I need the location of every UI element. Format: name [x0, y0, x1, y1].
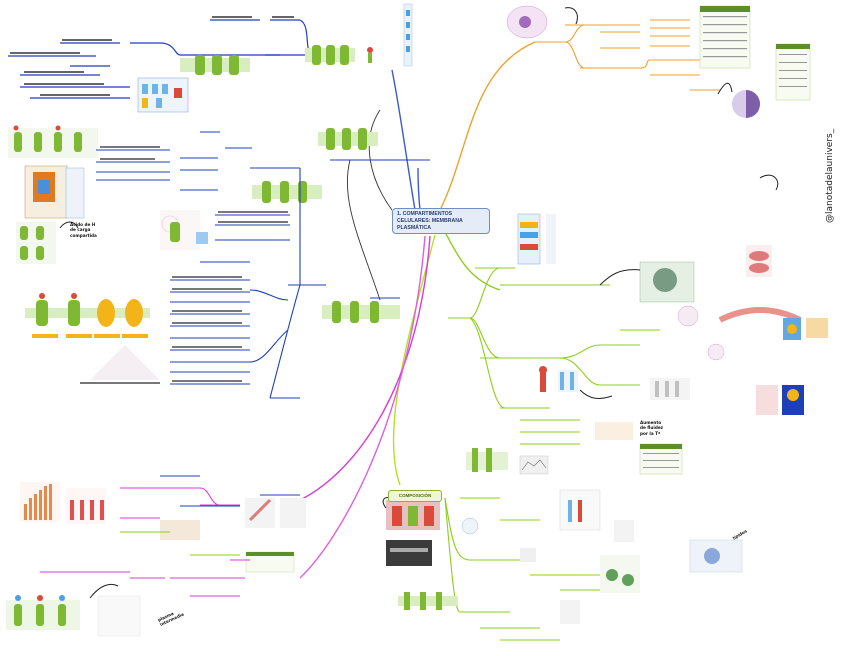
main-branches — [299, 41, 536, 579]
cell-image-top — [506, 5, 548, 39]
green-branch-down — [392, 234, 436, 486]
note-line: compartida — [70, 232, 97, 238]
bar-chart-thumb — [20, 482, 106, 524]
black-arrow-lipid — [579, 389, 613, 399]
channel-diagram-small — [137, 77, 189, 113]
black-arrow-center-right — [599, 269, 641, 286]
black-arrow-pie — [717, 82, 733, 95]
handwritten-note-left: Ácido de H de carga compartida — [70, 222, 97, 238]
protein-figures-right — [650, 245, 828, 415]
note-line: de fluidez — [640, 425, 664, 431]
mid-membrane-figures — [461, 448, 601, 535]
channel-lineup — [25, 293, 150, 338]
dark-curve-left2 — [346, 159, 381, 301]
blue-branch-mid — [417, 167, 421, 211]
green-hierarchy — [444, 267, 660, 641]
note-line: por la Tª — [640, 430, 661, 436]
left-blue-hierarchy — [96, 131, 430, 399]
handwritten-note-right-mid: Aumento de fluidez por la Tª — [640, 420, 663, 436]
blue-branch-up — [391, 69, 416, 211]
note-line: de carga — [70, 227, 91, 233]
green-lines-bottom-left — [120, 531, 240, 556]
table-right-mid — [595, 422, 683, 475]
orange-table-1 — [699, 5, 751, 69]
green-branch-right — [444, 231, 501, 291]
left-figures — [8, 125, 208, 264]
cell-membrane-figure-right — [517, 213, 695, 303]
membrane-figure-top — [180, 45, 373, 75]
black-arrow-left-mid — [59, 221, 79, 229]
left-text-stubs — [80, 146, 288, 384]
top-left-text-stubs — [10, 16, 294, 96]
vertical-gauge-figure — [403, 3, 413, 67]
note-line: Ácido de H — [70, 222, 96, 227]
pie-figure — [732, 90, 760, 118]
orange-table-2 — [775, 43, 811, 101]
black-arrow-right — [759, 174, 779, 191]
orange-lines — [535, 19, 720, 91]
magenta-branch-2 — [299, 235, 426, 579]
membrane-figure-mid — [252, 128, 378, 203]
magenta-lines — [40, 487, 250, 597]
membrane-figure-center-left — [322, 297, 400, 323]
black-arrow-top — [564, 7, 578, 25]
magenta-branch-1 — [299, 235, 431, 501]
composition-figures — [386, 500, 743, 624]
faint-triangle — [90, 345, 160, 380]
composition-node-title[interactable]: COMPOSICIÓN — [388, 490, 442, 502]
central-node-title[interactable]: 1. COMPARTIMENTOS CELULARES: MEMBRANA PL… — [392, 208, 490, 234]
bottom-left-figures — [6, 498, 306, 637]
black-arrow-bottom-left — [89, 583, 119, 599]
orange-branch — [439, 41, 536, 211]
note-line: Aumento — [640, 420, 662, 425]
blue-lines-bottom — [160, 475, 300, 507]
author-handle: @lanotadelaunivers_ — [825, 128, 835, 223]
lipid-figures-right — [539, 366, 578, 392]
